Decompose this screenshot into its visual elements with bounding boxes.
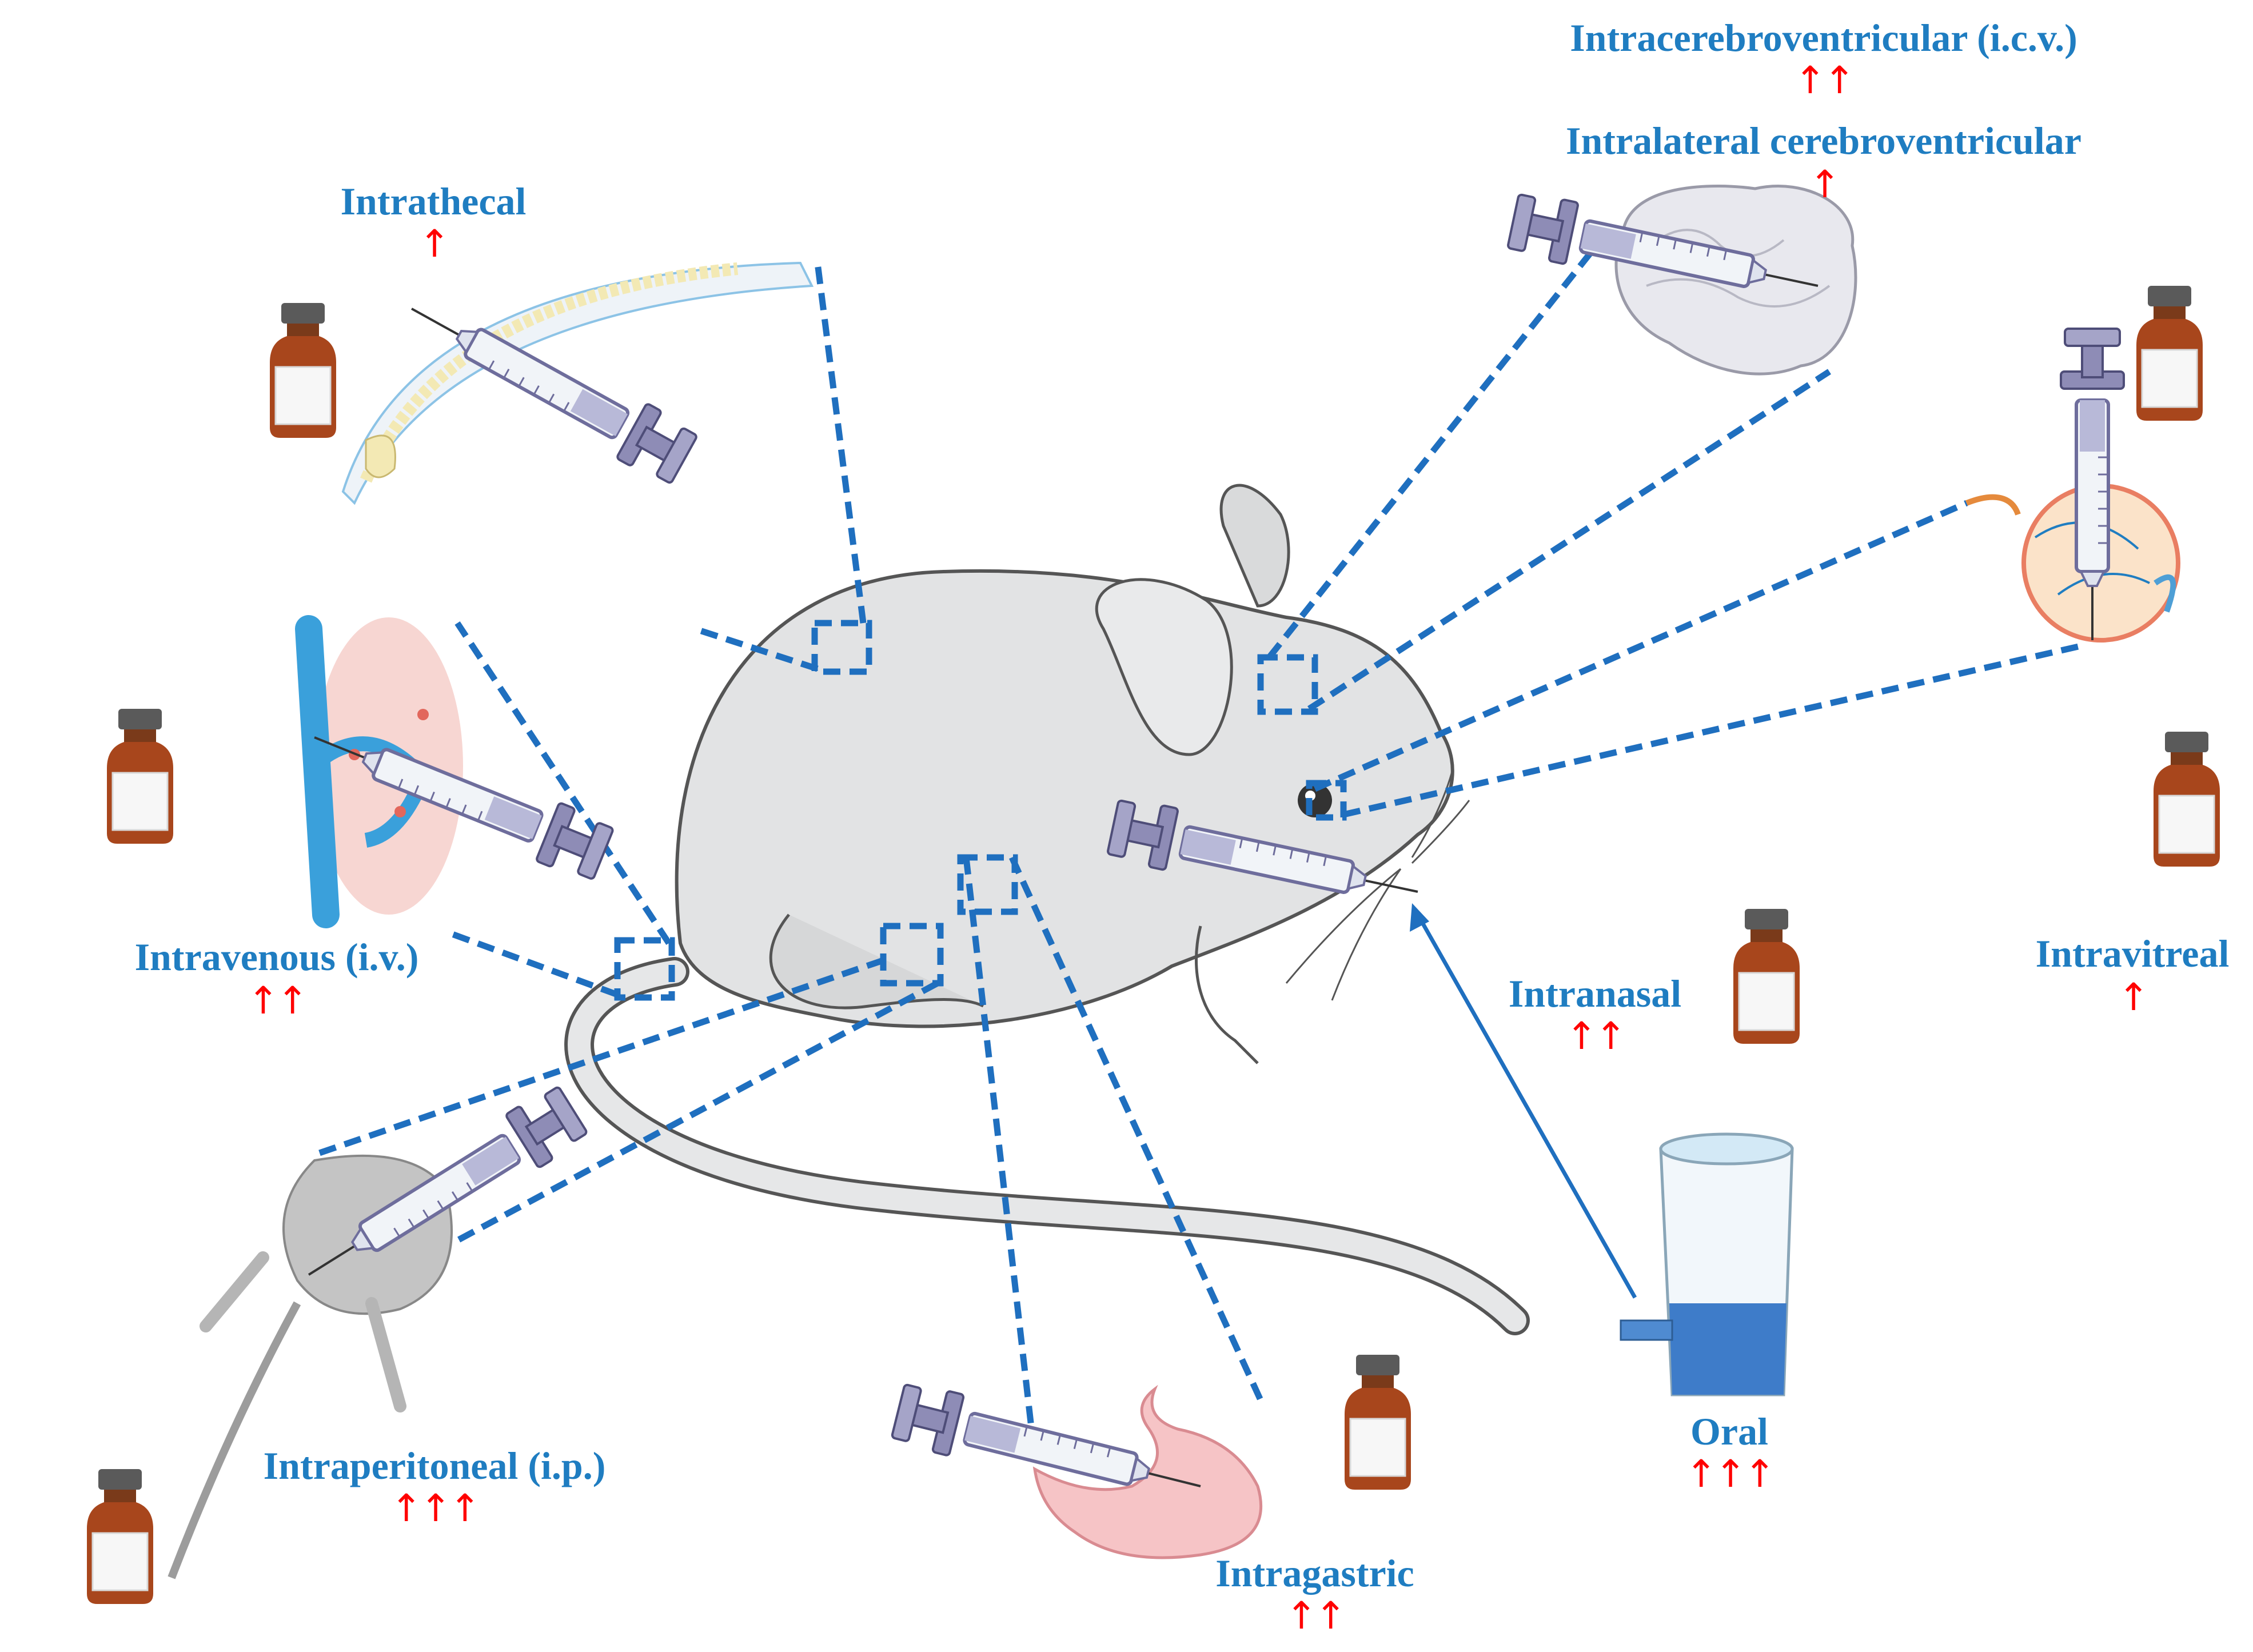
route-label-ivt: Intravitreal — [2035, 932, 2230, 975]
route-rating-ig: ↑↑ — [1285, 1594, 1347, 1638]
route-label-ilcv: Intralateral cerebroventricular — [1566, 119, 2081, 162]
route-rating-in: ↑↑ — [1565, 1014, 1627, 1058]
route-label-ip: Intraperitoneal (i.p.) — [263, 1444, 606, 1487]
route-rating-icv: ↑↑ — [1794, 58, 1856, 102]
vial-icon — [86, 1468, 154, 1605]
mouse-illustration — [564, 484, 1530, 1335]
stomach-icon — [1032, 1384, 1263, 1559]
mouse-ear-back — [1219, 484, 1290, 608]
mouse-ear — [1095, 578, 1233, 756]
oral-route-arrow — [1410, 903, 1637, 1299]
route-label-ig: Intragastric — [1215, 1551, 1414, 1595]
vial-icon — [1343, 1354, 1412, 1491]
vial-icon — [2152, 731, 2221, 868]
dashed-connectors — [313, 238, 2082, 1458]
eye-icon — [1965, 484, 2180, 643]
route-rating-oral: ↑↑↑ — [1685, 1452, 1776, 1496]
mouse-tail — [564, 957, 1530, 1335]
vial-icon — [106, 708, 174, 845]
route-rating-ip: ↑↑↑ — [390, 1486, 481, 1530]
whiskers-icon — [1285, 771, 1470, 1001]
route-rating-ivt: ↑ — [2118, 975, 2149, 1019]
route-rating-iv: ↑↑ — [247, 979, 309, 1023]
route-rating-it: ↑ — [418, 222, 450, 266]
beaker-icon — [1620, 1132, 1794, 1396]
route-label-iv: Intravenous (i.v.) — [134, 935, 419, 979]
route-label-icv: Intracerebroventricular (i.c.v.) — [1570, 16, 2077, 59]
route-label-it: Intrathecal — [340, 179, 527, 223]
route-rating-ilcv: ↑ — [1809, 162, 1840, 206]
vial-icon — [1732, 908, 1801, 1045]
vial-icon — [2135, 285, 2204, 422]
route-label-oral: Oral — [1690, 1410, 1768, 1453]
mouse-front-leg — [1195, 925, 1259, 1064]
route-label-in: Intranasal — [1508, 972, 1682, 1015]
spine-icon — [341, 261, 814, 505]
vial-icon — [269, 302, 337, 439]
